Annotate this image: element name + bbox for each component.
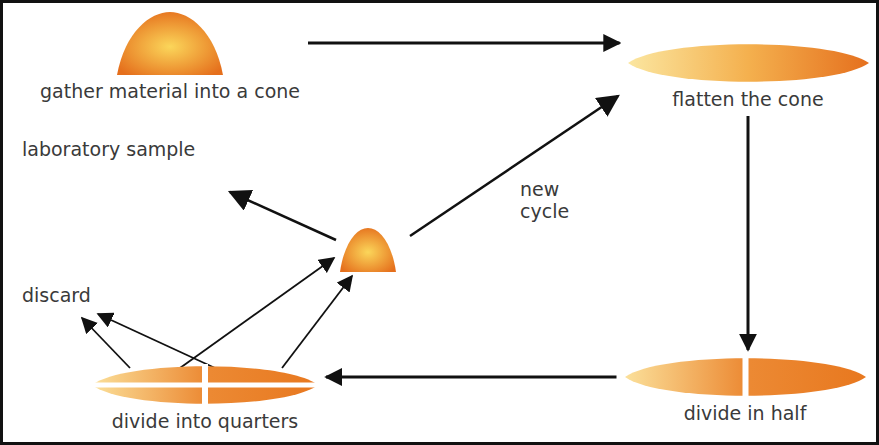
material-pile bbox=[628, 44, 869, 82]
stage-caption: divide into quarters bbox=[112, 410, 299, 432]
half-shape bbox=[623, 356, 868, 398]
stage-caption: gather material into a cone bbox=[40, 80, 300, 102]
flow-arrow bbox=[326, 376, 617, 379]
pile-stage: flatten the cone bbox=[626, 42, 871, 110]
flow-arrow bbox=[747, 116, 750, 350]
quarters-shape bbox=[90, 364, 320, 406]
stage-caption: flatten the cone bbox=[672, 88, 823, 110]
keep-arrow bbox=[282, 276, 352, 368]
new-cycle-arrow bbox=[410, 96, 618, 236]
stage-caption-line: gather material into a cone bbox=[38, 80, 302, 102]
pile-stage: divide in half bbox=[623, 356, 868, 424]
lens-shape bbox=[626, 42, 871, 84]
stage-caption-line: divide into quarters bbox=[90, 410, 320, 432]
cut-gap bbox=[742, 356, 748, 398]
stage-caption-line: divide in half bbox=[623, 402, 868, 424]
pile-stage: divide into quarters bbox=[90, 364, 320, 432]
keep-arrow bbox=[180, 258, 334, 368]
flow-arrow bbox=[308, 42, 620, 45]
cut-gap bbox=[90, 383, 320, 388]
discard-arrow bbox=[98, 314, 215, 368]
stage-caption-line: flatten the cone bbox=[626, 88, 871, 110]
material-pile bbox=[117, 12, 223, 75]
flow-label: new cycle bbox=[520, 178, 586, 222]
sample-cone bbox=[340, 228, 396, 272]
stage-caption: divide in half bbox=[684, 402, 807, 424]
cone-shape bbox=[115, 10, 225, 76]
sample-arrow bbox=[230, 192, 336, 240]
pile-stage: gather material into a cone bbox=[38, 10, 302, 102]
flow-label: discard bbox=[22, 284, 91, 306]
flow-label: laboratory sample bbox=[22, 138, 195, 160]
